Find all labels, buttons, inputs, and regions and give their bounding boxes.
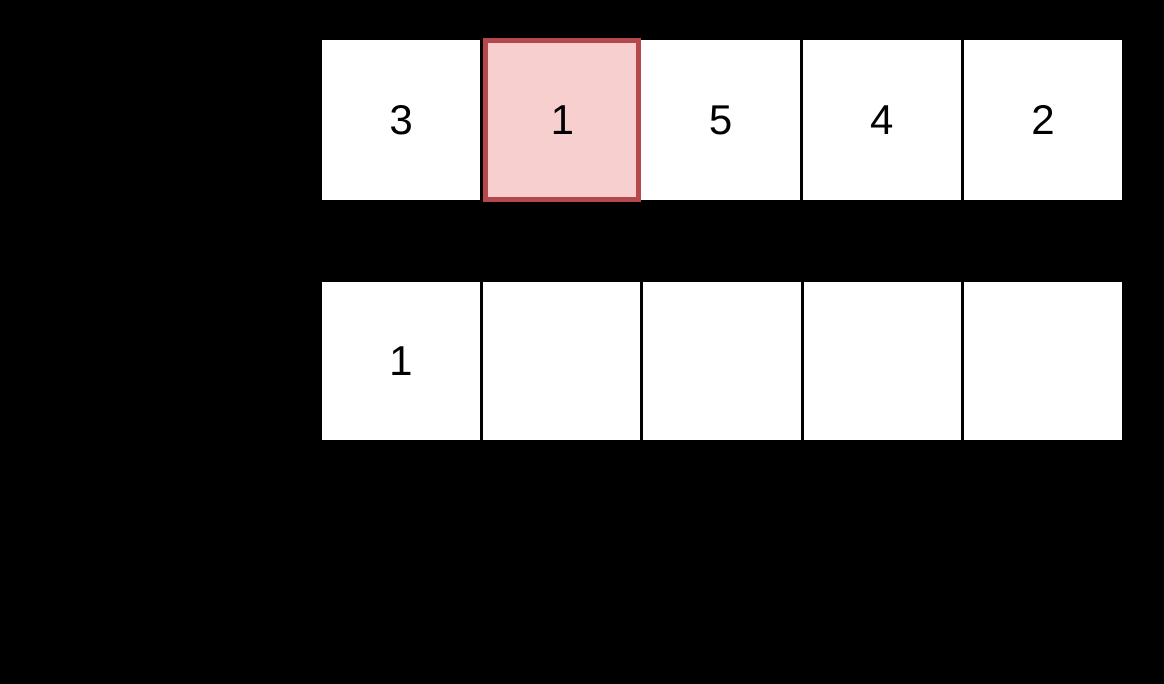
array-cell[interactable]: 1	[322, 282, 483, 440]
array-cell[interactable]: 4	[802, 40, 964, 200]
cell-value: 1	[389, 337, 413, 384]
array-cell[interactable]: 2	[963, 40, 1123, 200]
array-cell[interactable]: 3	[322, 40, 484, 200]
array-cell-empty[interactable]	[482, 282, 644, 440]
cell-value: 5	[708, 96, 733, 143]
cell-value: 4	[870, 96, 894, 143]
array-cell-empty[interactable]	[964, 282, 1122, 440]
array-cell-highlighted[interactable]: 1	[483, 38, 642, 202]
output-array-row: 1	[322, 282, 1122, 440]
input-array-row: 3 1 5 4 2	[322, 38, 1123, 202]
array-cell[interactable]: 5	[641, 40, 803, 200]
cell-value: 1	[550, 96, 574, 143]
cell-value: 3	[389, 96, 413, 143]
array-cell-empty[interactable]	[803, 282, 965, 440]
cell-value: 2	[1031, 96, 1055, 143]
array-cell-empty[interactable]	[643, 282, 804, 440]
